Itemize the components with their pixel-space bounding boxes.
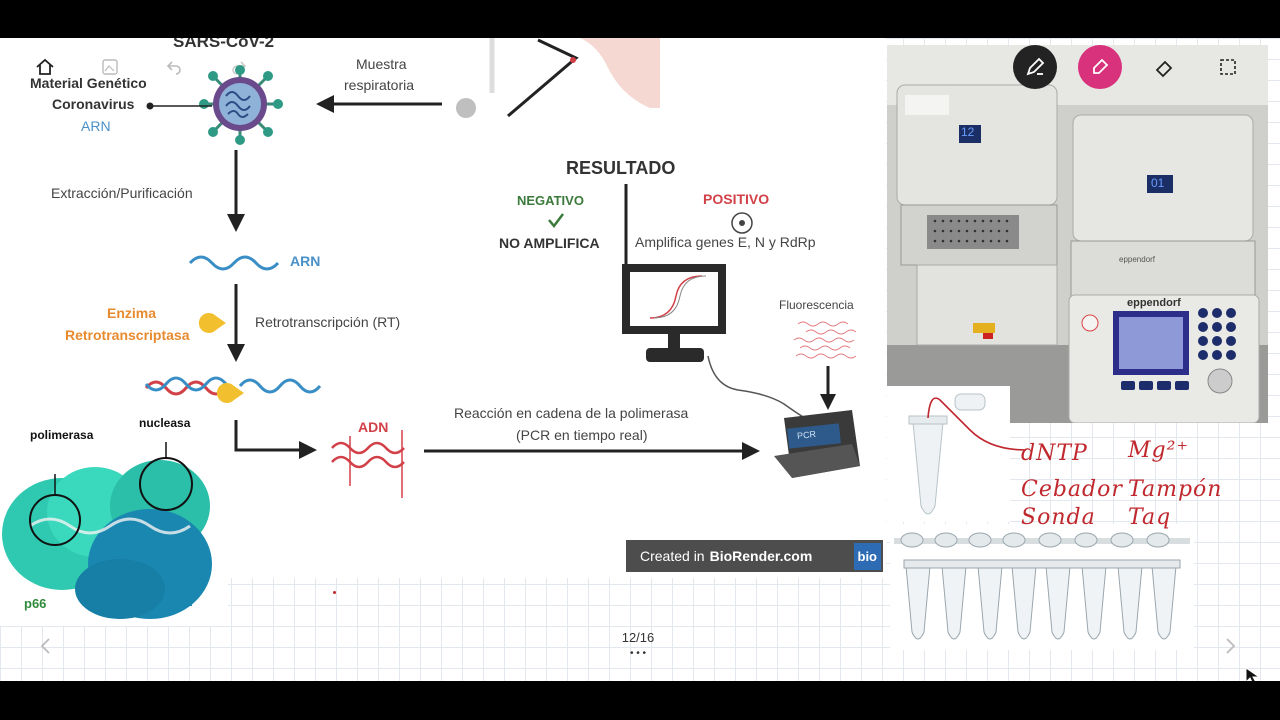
pcr-label-2: (PCR en tiempo real): [516, 427, 648, 443]
home-icon[interactable]: [34, 56, 56, 78]
brand-label-2: eppendorf: [1127, 297, 1181, 309]
pen-tool[interactable]: [1013, 45, 1057, 89]
slide-diagram: SARS-CoV-2 Material Genético Coronavirus…: [0, 38, 886, 626]
ink-stroke: [927, 397, 1027, 451]
arn-label: ARN: [81, 118, 111, 134]
hand-tampon: Tampón: [1128, 477, 1223, 502]
result-title: RESULTADO: [566, 158, 676, 178]
biorender-logo: bio: [853, 542, 881, 570]
sample-label-2: respiratoria: [344, 77, 415, 93]
lcd-2: 01: [1151, 176, 1165, 190]
lcd-1: 12: [961, 125, 975, 139]
hand-cebador: Cebador: [1021, 477, 1123, 502]
cursor-icon: [1245, 667, 1261, 681]
lasso-tool[interactable]: [1206, 45, 1250, 89]
strip-tubes-photo: [890, 524, 1194, 650]
biorender-badge: Created in BioRender.com bio: [626, 540, 883, 572]
nucleasa-label: nucleasa: [139, 416, 191, 430]
enzyme-label-2: Retrotranscriptasa: [65, 327, 190, 343]
p66-label: p66: [24, 596, 47, 611]
arn-strand-label: ARN: [290, 253, 321, 269]
diagram-graphics: [144, 38, 860, 498]
p51-label: p51: [170, 594, 193, 609]
adn-label: ADN: [358, 419, 389, 435]
enzyme-label-1: Enzima: [107, 305, 157, 321]
pcr-label-1: Reacción en cadena de la polimerasa: [454, 405, 689, 421]
polimerasa-label: polimerasa: [30, 428, 94, 442]
sample-label-1: Muestra: [356, 56, 407, 72]
hand-dntp: dNTP: [1021, 441, 1088, 466]
biorender-created: Created in: [640, 548, 705, 564]
coronavirus-label: Coronavirus: [52, 96, 135, 112]
next-page-icon[interactable]: [1220, 636, 1240, 656]
material-genetico-label: Material Genético: [30, 75, 147, 91]
more-options-icon[interactable]: • • •: [629, 648, 647, 659]
slide-title: SARS-CoV-2: [173, 38, 275, 51]
coronavirus-illustration: [199, 65, 283, 145]
extraction-label: Extracción/Purificación: [51, 185, 193, 201]
fluorescence-label: Fluorescencia: [779, 298, 854, 312]
no-amplifica-label: NO AMPLIFICA: [499, 235, 600, 251]
eraser-tool[interactable]: [1142, 45, 1186, 89]
positive-label: POSITIVO: [703, 191, 770, 207]
undo-icon[interactable]: [163, 56, 185, 78]
polymerase-protein-image: polimerasa nucleasa p66 p51: [0, 414, 228, 626]
hand-taq: Taq: [1128, 505, 1172, 530]
brand-label-1: eppendorf: [1119, 255, 1156, 264]
ink-dot: [333, 591, 336, 594]
rt-label: Retrotranscripción (RT): [255, 314, 401, 330]
amplifica-label: Amplifica genes E, N y RdRp: [635, 234, 816, 250]
biorender-brand: BioRender.com: [709, 548, 813, 564]
hand-mg: Mg²⁺: [1128, 438, 1190, 463]
prev-page-icon[interactable]: [36, 636, 56, 656]
image-icon[interactable]: [99, 56, 121, 78]
thermocycler-photo: 12 01 eppendorf eppendorf: [887, 45, 1268, 423]
highlighter-tool[interactable]: [1078, 45, 1122, 89]
page-indicator: 12/16: [621, 630, 655, 645]
hand-sonda: Sonda: [1021, 505, 1096, 530]
pcr-device-label: PCR: [796, 429, 817, 441]
whiteboard-canvas[interactable]: SARS-CoV-2 Material Genético Coronavirus…: [0, 38, 1280, 681]
negative-label: NEGATIVO: [517, 193, 584, 208]
